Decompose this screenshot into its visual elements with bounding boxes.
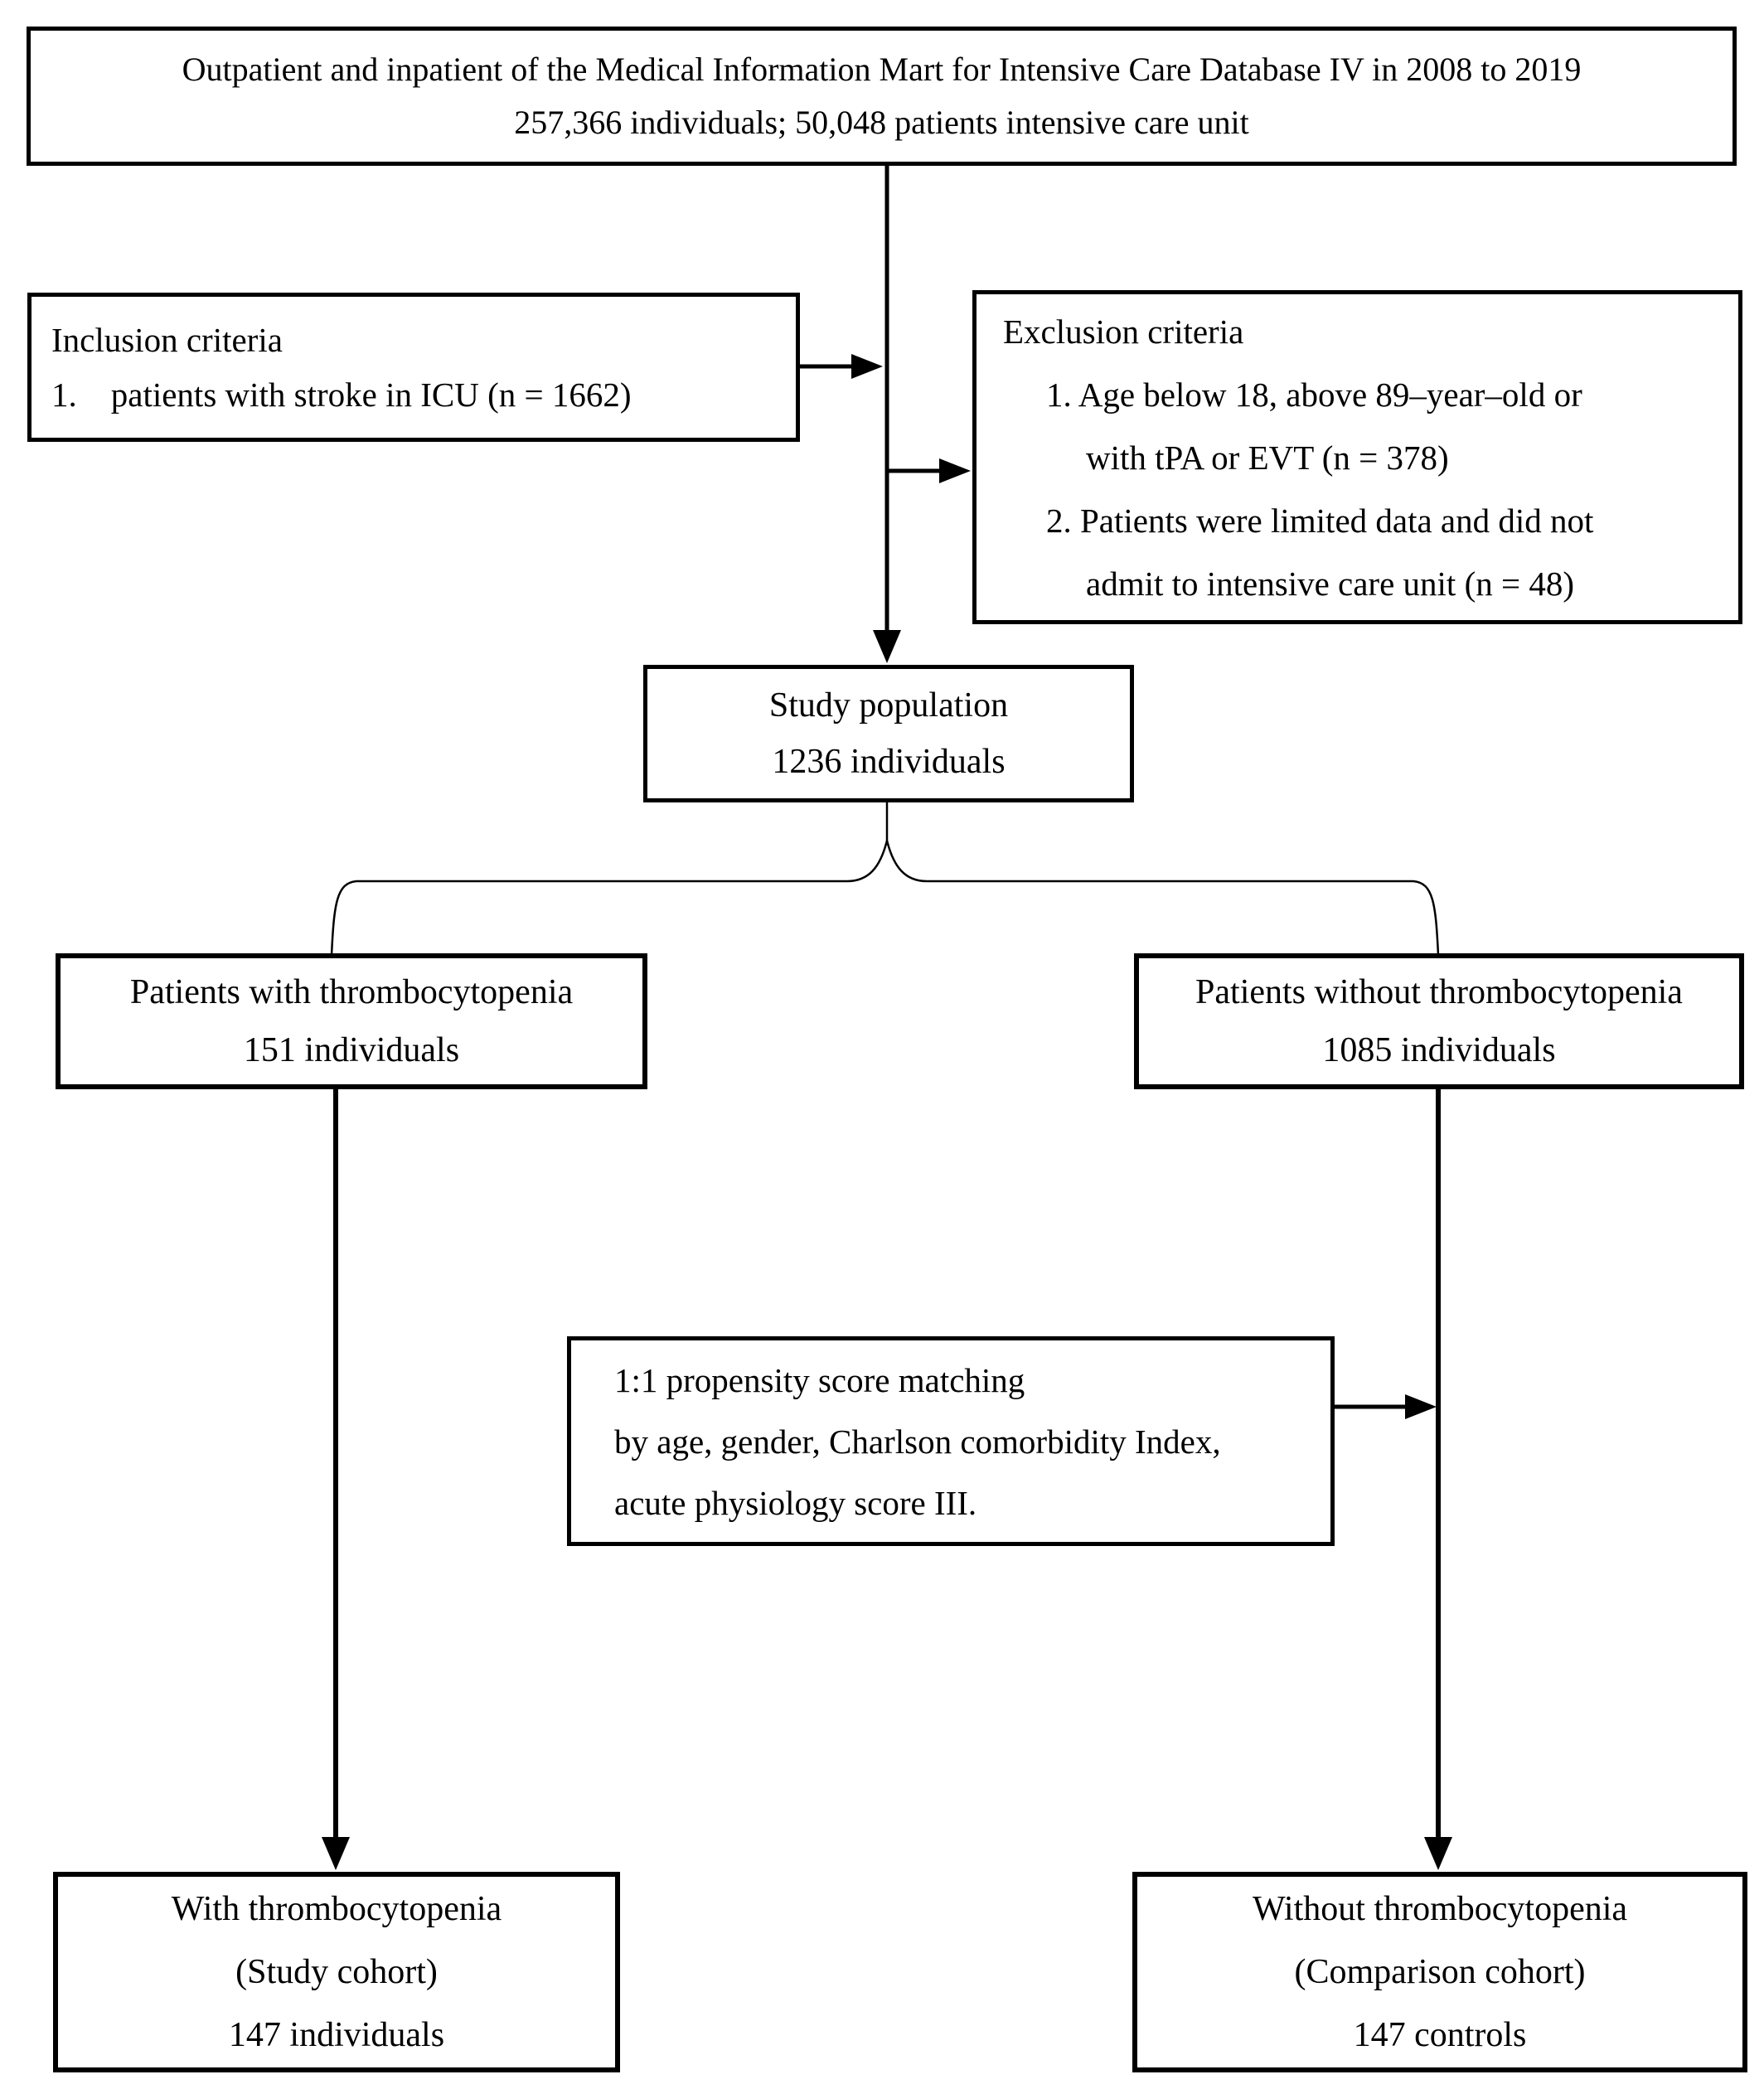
exclusion-item1-line2: with tPA or EVT (n = 378) — [1086, 438, 1449, 477]
study-cohort-line3: 147 individuals — [228, 2016, 445, 2054]
comparison-cohort-box: Without thrombocytopenia (Comparison coh… — [1132, 1872, 1747, 2072]
exclusion-item2-line2: admit to intensive care unit (n = 48) — [1086, 564, 1574, 603]
exclusion-item1-line1: 1. Age below 18, above 89–year–old or — [1046, 375, 1582, 414]
brace-split-connector — [330, 802, 1440, 956]
inclusion-criteria-item1: 1. patients with stroke in ICU (n = 1662… — [51, 376, 632, 414]
arrow-source-to-study-population — [873, 166, 901, 663]
study-cohort-box: With thrombocytopenia (Study cohort) 147… — [53, 1872, 620, 2072]
study-cohort-line1: With thrombocytopenia — [171, 1890, 502, 1928]
with-thrombocytopenia-box: Patients with thrombocytopenia 151 indiv… — [56, 953, 647, 1089]
exclusion-item2-line1: 2. Patients were limited data and did no… — [1046, 501, 1594, 540]
exclusion-criteria-title: Exclusion criteria — [1003, 312, 1244, 351]
arrow-line-to-exclusion — [887, 458, 971, 483]
inclusion-criteria-box: Inclusion criteria 1. patients with stro… — [27, 293, 800, 442]
arrow-inclusion-to-line — [800, 354, 883, 379]
arrow-without-tp-to-comparison-cohort — [1424, 1089, 1452, 1870]
arrow-with-tp-to-study-cohort — [322, 1089, 350, 1870]
propensity-matching-line3: acute physiology score III. — [614, 1483, 977, 1522]
without-thrombocytopenia-box: Patients without thrombocytopenia 1085 i… — [1134, 953, 1744, 1089]
with-thrombocytopenia-line2: 151 individuals — [243, 1031, 460, 1069]
with-thrombocytopenia-line1: Patients with thrombocytopenia — [129, 973, 574, 1011]
study-population-line1: Study population — [768, 686, 1009, 725]
comparison-cohort-line1: Without thrombocytopenia — [1252, 1890, 1628, 1928]
comparison-cohort-line3: 147 controls — [1353, 2016, 1527, 2054]
arrow-matching-to-line — [1335, 1394, 1437, 1419]
study-cohort-line2: (Study cohort) — [235, 1953, 438, 1991]
exclusion-criteria-box: Exclusion criteria 1. Age below 18, abov… — [972, 290, 1742, 624]
study-population-line2: 1236 individuals — [772, 743, 1006, 781]
source-population-line2: 257,366 individuals; 50,048 patients int… — [514, 104, 1249, 141]
propensity-matching-line1: 1:1 propensity score matching — [614, 1360, 1025, 1399]
comparison-cohort-line2: (Comparison cohort) — [1294, 1953, 1586, 1991]
inclusion-criteria-title: Inclusion criteria — [51, 321, 283, 359]
study-population-box: Study population 1236 individuals — [643, 665, 1134, 802]
source-population-box: Outpatient and inpatient of the Medical … — [27, 27, 1737, 166]
without-thrombocytopenia-line1: Patients without thrombocytopenia — [1195, 973, 1683, 1011]
propensity-matching-line2: by age, gender, Charlson comorbidity Ind… — [614, 1422, 1221, 1461]
without-thrombocytopenia-line2: 1085 individuals — [1322, 1031, 1556, 1069]
source-population-line1: Outpatient and inpatient of the Medical … — [182, 51, 1582, 88]
propensity-matching-box: 1:1 propensity score matching by age, ge… — [567, 1336, 1335, 1546]
